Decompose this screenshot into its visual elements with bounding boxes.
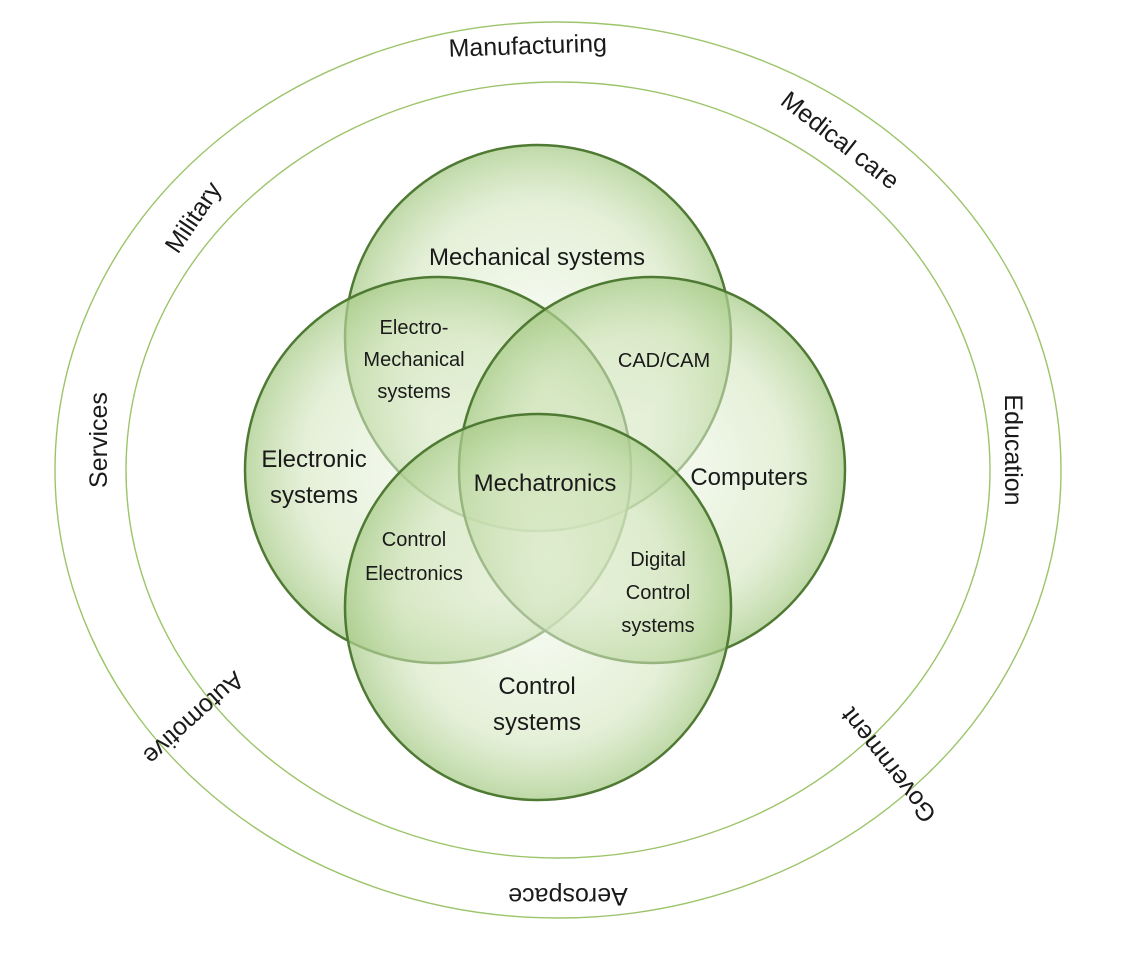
label-aerospace: Aerospace xyxy=(508,882,628,910)
venn-circles xyxy=(243,143,847,802)
label-digital-control-line-2: Control xyxy=(626,582,690,604)
label-manufacturing: Manufacturing xyxy=(448,29,607,63)
label-electronic-line-2: systems xyxy=(270,482,358,509)
label-cad-cam: CAD/CAM xyxy=(618,350,710,372)
label-education: Education xyxy=(999,394,1027,505)
label-control-electronics-line-1: Control xyxy=(382,529,446,551)
area-labels: Mechanical systems Electronic systems Co… xyxy=(261,244,807,736)
label-control-line-2: systems xyxy=(493,709,581,736)
label-electro-mechanical-line-3: systems xyxy=(377,381,450,403)
label-digital-control-line-1: Digital xyxy=(630,549,686,571)
label-medical-care: Medical care xyxy=(775,86,904,195)
label-control-line-1: Control xyxy=(498,673,575,700)
label-electronic-line-1: Electronic xyxy=(261,446,366,473)
label-electro-mechanical-line-1: Electro- xyxy=(380,317,449,339)
label-digital-control-line-3: systems xyxy=(621,615,694,637)
label-military: Military xyxy=(160,176,228,258)
label-mechatronics: Mechatronics xyxy=(474,470,617,497)
overlap-labels: Electro- Mechanical systems CAD/CAM Cont… xyxy=(363,317,710,637)
label-electro-mechanical-line-2: Mechanical xyxy=(363,349,464,371)
label-automotive: Automotive xyxy=(138,666,250,770)
circle-control-systems xyxy=(343,412,733,802)
outer-ring xyxy=(54,21,1062,919)
label-government: Government xyxy=(835,702,942,828)
label-computers: Computers xyxy=(690,464,807,491)
label-mechanical-systems: Mechanical systems xyxy=(429,244,645,271)
inner-ring xyxy=(125,81,991,859)
label-control-electronics-line-2: Electronics xyxy=(365,563,463,585)
label-services: Services xyxy=(85,392,113,488)
